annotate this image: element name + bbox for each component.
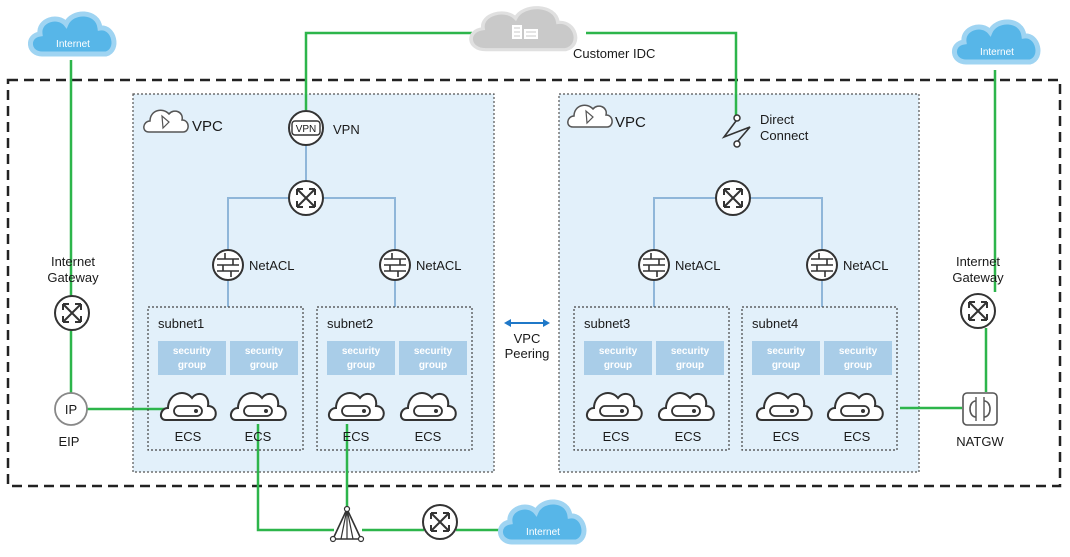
netacl-label-3: NetACL <box>675 258 721 273</box>
internet-gateway-left-icon <box>54 295 90 331</box>
subnet3-label: subnet3 <box>584 316 630 331</box>
security-group-4: security group <box>399 341 467 375</box>
load-balancer-icon <box>329 505 365 543</box>
vpc-icon-right <box>567 104 613 128</box>
subnet2-label: subnet2 <box>327 316 373 331</box>
eip-label: EIP <box>59 434 80 449</box>
svg-text:group: group <box>419 360 447 371</box>
customer-idc-label: Customer IDC <box>573 46 655 61</box>
security-group-8: security group <box>824 341 892 375</box>
ecs-label-7: ECS <box>773 429 800 444</box>
ecs-label-6: ECS <box>675 429 702 444</box>
customer-idc-cloud <box>469 5 578 52</box>
svg-text:group: group <box>250 360 278 371</box>
igw-right-label-2: Gateway <box>952 270 1004 285</box>
svg-text:security: security <box>671 346 710 357</box>
region-boundary <box>6 78 1062 488</box>
security-group-1: security group <box>158 341 226 375</box>
bottom-router-icon <box>422 504 458 540</box>
vpn-label: VPN <box>333 122 360 137</box>
netacl-label-1: NetACL <box>249 258 295 273</box>
netacl-label-4: NetACL <box>843 258 889 273</box>
internet-cloud-bottom: Internet <box>500 502 584 542</box>
direct-connect-label-2: Connect <box>760 128 809 143</box>
svg-text:security: security <box>599 346 638 357</box>
vpc-title-left: VPC <box>192 118 223 135</box>
svg-text:VPN: VPN <box>296 124 317 135</box>
natgw-label: NATGW <box>956 434 1004 449</box>
svg-text:group: group <box>178 360 206 371</box>
ecs-label-1: ECS <box>175 429 202 444</box>
svg-text:security: security <box>245 346 284 357</box>
svg-text:group: group <box>604 360 632 371</box>
ecs-label-4: ECS <box>415 429 442 444</box>
igw-left-label-1: Internet <box>51 254 95 269</box>
eip-icon: IP <box>54 392 88 426</box>
svg-text:Internet: Internet <box>980 47 1014 58</box>
internet-cloud-top-right: Internet <box>954 22 1038 62</box>
ecs-label-8: ECS <box>844 429 871 444</box>
svg-text:security: security <box>414 346 453 357</box>
internet-cloud-top-left: Internet <box>30 14 114 54</box>
svg-text:IP: IP <box>65 402 77 417</box>
security-group-6: security group <box>656 341 724 375</box>
svg-text:security: security <box>767 346 806 357</box>
vpn-icon: VPN <box>288 110 324 146</box>
netacl-label-2: NetACL <box>416 258 462 273</box>
vpc-title-right: VPC <box>615 114 646 131</box>
vpc-peering-label-1: VPC <box>514 331 541 346</box>
svg-text:group: group <box>347 360 375 371</box>
svg-text:security: security <box>173 346 212 357</box>
security-group-7: security group <box>752 341 820 375</box>
subnet3-box <box>573 306 730 451</box>
svg-text:security: security <box>839 346 878 357</box>
vpc-peering-label-2: Peering <box>505 346 550 361</box>
vpc-peering-arrow-icon <box>504 319 550 327</box>
netacl-icon-1 <box>212 249 244 281</box>
security-group-5: security group <box>584 341 652 375</box>
subnet1-label: subnet1 <box>158 316 204 331</box>
security-group-2: security group <box>230 341 298 375</box>
subnet2-box <box>316 306 473 451</box>
subnet1-box <box>147 306 304 451</box>
netacl-icon-3 <box>638 249 670 281</box>
internet-gateway-right-icon <box>960 293 996 329</box>
vpc-router-left-icon <box>288 180 324 216</box>
subnet4-label: subnet4 <box>752 316 798 331</box>
svg-text:group: group <box>676 360 704 371</box>
network-links <box>69 31 997 532</box>
svg-text:security: security <box>342 346 381 357</box>
ecs-label-3: ECS <box>343 429 370 444</box>
netacl-icon-2 <box>379 249 411 281</box>
igw-right-label-1: Internet <box>956 254 1000 269</box>
ecs-label-5: ECS <box>603 429 630 444</box>
direct-connect-label-1: Direct <box>760 112 794 127</box>
ecs-label-2: ECS <box>245 429 272 444</box>
svg-text:group: group <box>844 360 872 371</box>
vpc-router-right-icon <box>715 180 751 216</box>
security-group-3: security group <box>327 341 395 375</box>
direct-connect-icon <box>721 114 751 148</box>
igw-left-label-2: Gateway <box>47 270 99 285</box>
subnet4-box <box>741 306 898 451</box>
svg-text:Internet: Internet <box>56 39 90 50</box>
netacl-icon-4 <box>806 249 838 281</box>
svg-text:group: group <box>772 360 800 371</box>
vpc-icon-left <box>143 109 189 133</box>
vpc-internal-links <box>227 145 823 307</box>
natgw-icon <box>962 392 998 426</box>
svg-text:Internet: Internet <box>526 527 560 538</box>
